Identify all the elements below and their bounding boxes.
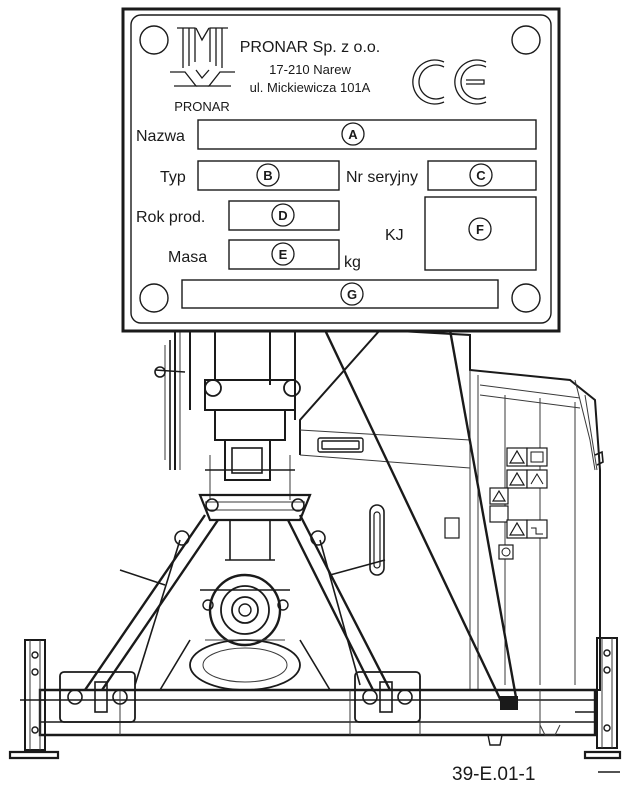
bottom-field (181, 279, 499, 309)
address-line-1: 17-210 Narew (269, 62, 351, 77)
year-field (228, 200, 340, 231)
address-line-2: ul. Mickiewicza 101A (250, 80, 371, 95)
marker-e-circle (271, 242, 295, 266)
marker-c-circle (469, 163, 493, 187)
pto-gearbox (159, 573, 331, 691)
kj-label: KJ (385, 227, 404, 244)
right-support-leg (575, 637, 622, 760)
machine-illustration (8, 328, 622, 760)
serial-label: Nr seryjny (346, 169, 418, 186)
warning-pictograms (444, 447, 548, 560)
marker-g: G (347, 287, 357, 302)
type-label: Typ (160, 169, 186, 186)
company-name: PRONAR Sp. z o.o. (240, 39, 381, 56)
marker-e: E (279, 247, 288, 262)
name-label: Nazwa (136, 128, 185, 145)
serial-field (427, 160, 537, 191)
mounting-hole-top-right (511, 25, 541, 55)
mass-label: Masa (168, 249, 207, 266)
mass-field (228, 239, 340, 270)
marker-b-circle (256, 163, 280, 187)
plate-outer-frame (121, 7, 561, 333)
mounting-hole-bottom-left (139, 283, 169, 313)
left-support-leg (8, 639, 60, 760)
rating-plate-location (500, 696, 518, 710)
name-field (197, 119, 537, 150)
callout-lines (323, 329, 519, 704)
marker-g-circle (340, 282, 364, 306)
ce-mark-icon (412, 59, 487, 105)
mounting-hole-top-left (139, 25, 169, 55)
marker-d: D (278, 208, 287, 223)
plate-inner-frame (130, 14, 552, 324)
drawing-code: 39-E.01-1 (452, 764, 535, 785)
marker-a: A (348, 127, 358, 142)
hitch-frame (84, 493, 392, 691)
rating-plate: PRONAR PRONAR Sp. z o.o. 17-210 Narew ul… (121, 7, 561, 333)
mass-unit: kg (344, 254, 361, 271)
mounting-hole-bottom-right (511, 283, 541, 313)
machine-housing (299, 328, 604, 691)
lifting-mast (154, 330, 301, 500)
marker-d-circle (271, 203, 295, 227)
marker-f-circle (468, 217, 492, 241)
pronar-logo-icon (170, 27, 235, 87)
marker-f: F (476, 222, 484, 237)
logo-wordmark: PRONAR (174, 99, 230, 114)
marker-c: C (476, 168, 486, 183)
type-field (197, 160, 340, 191)
marker-b: B (263, 168, 272, 183)
kj-field (424, 196, 537, 271)
lower-beam (38, 671, 597, 746)
year-label: Rok prod. (136, 209, 205, 226)
marker-a-circle (341, 122, 365, 146)
